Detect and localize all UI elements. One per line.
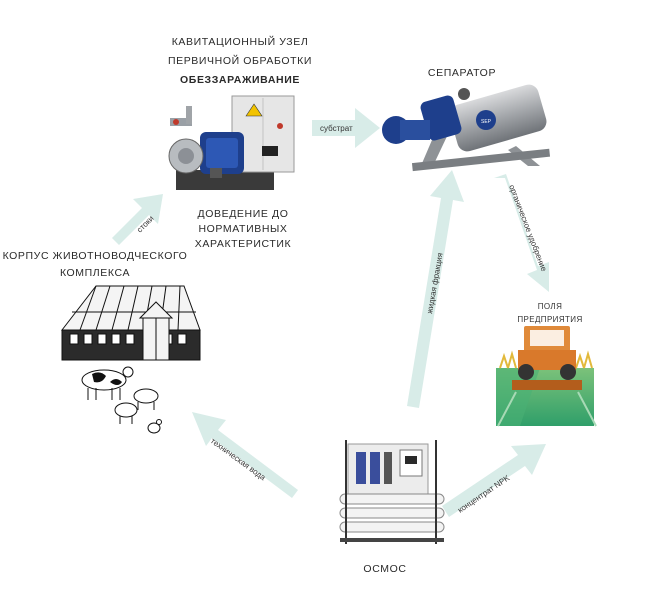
separator-label: СЕПАРАТОР <box>427 67 497 79</box>
arrow-stoki: стоки <box>112 194 163 245</box>
fields-illustration <box>496 326 597 427</box>
livestock-label-line2: КОМПЛЕКСА <box>59 267 131 279</box>
animals-illustration <box>81 366 162 434</box>
osmosis-label: ОСМОС <box>363 563 407 575</box>
svg-text:SEP: SEP <box>481 119 492 125</box>
arrow-substrat-label: субстрат <box>320 124 353 133</box>
cavitation-label-line3: ОБЕЗЗАРАЖИВАНИЕ <box>180 74 300 86</box>
osmosis-unit-illustration <box>339 440 445 544</box>
cavitation-unit-illustration <box>168 95 295 190</box>
arrow-organic-fertilizer: органическое удобрение <box>494 174 549 292</box>
arrow-technical-water: техническая вода <box>192 412 298 498</box>
cavitation-label-line1: КАВИТАЦИОННЫЙ УЗЕЛ <box>171 36 309 48</box>
normalization-label-line3: ХАРАКТЕРИСТИК <box>194 238 292 250</box>
arrow-substrat: субстрат <box>312 108 380 148</box>
arrow-liquid-fraction: жидкая фракция <box>407 170 464 408</box>
cavitation-label: КАВИТАЦИОННЫЙ УЗЕЛ ПЕРВИЧНОЙ ОБРАБОТКИ О… <box>150 33 330 90</box>
normalization-label: ДОВЕДЕНИЕ ДО НОРМАТИВНЫХ ХАРАКТЕРИСТИК <box>188 207 298 252</box>
pig-icon <box>133 388 159 410</box>
arrow-technical-water-label: техническая вода <box>209 436 268 482</box>
arrow-npk-concentrate: концентрат NPK <box>442 444 546 517</box>
cow-icon <box>81 366 134 400</box>
livestock-label-line1: КОРПУС ЖИВОТНОВОДЧЕСКОГО <box>2 250 188 262</box>
cavitation-label-line2: ПЕРВИЧНОЙ ОБРАБОТКИ <box>167 55 313 67</box>
separator-illustration: SEP <box>382 84 551 172</box>
fields-label: ПОЛЯ ПРЕДПРИЯТИЯ <box>510 300 590 326</box>
fields-label-line2: ПРЕДПРИЯТИЯ <box>517 315 583 324</box>
fields-label-line1: ПОЛЯ <box>537 302 563 311</box>
goat-icon <box>114 402 138 424</box>
livestock-building-illustration <box>60 285 201 361</box>
chicken-icon <box>147 419 162 434</box>
arrow-organic-fertilizer-label: органическое удобрение <box>507 183 549 273</box>
normalization-label-line1: ДОВЕДЕНИЕ ДО <box>197 208 289 220</box>
livestock-label: КОРПУС ЖИВОТНОВОДЧЕСКОГО КОМПЛЕКСА <box>0 248 190 282</box>
normalization-label-line2: НОРМАТИВНЫХ <box>198 223 288 235</box>
